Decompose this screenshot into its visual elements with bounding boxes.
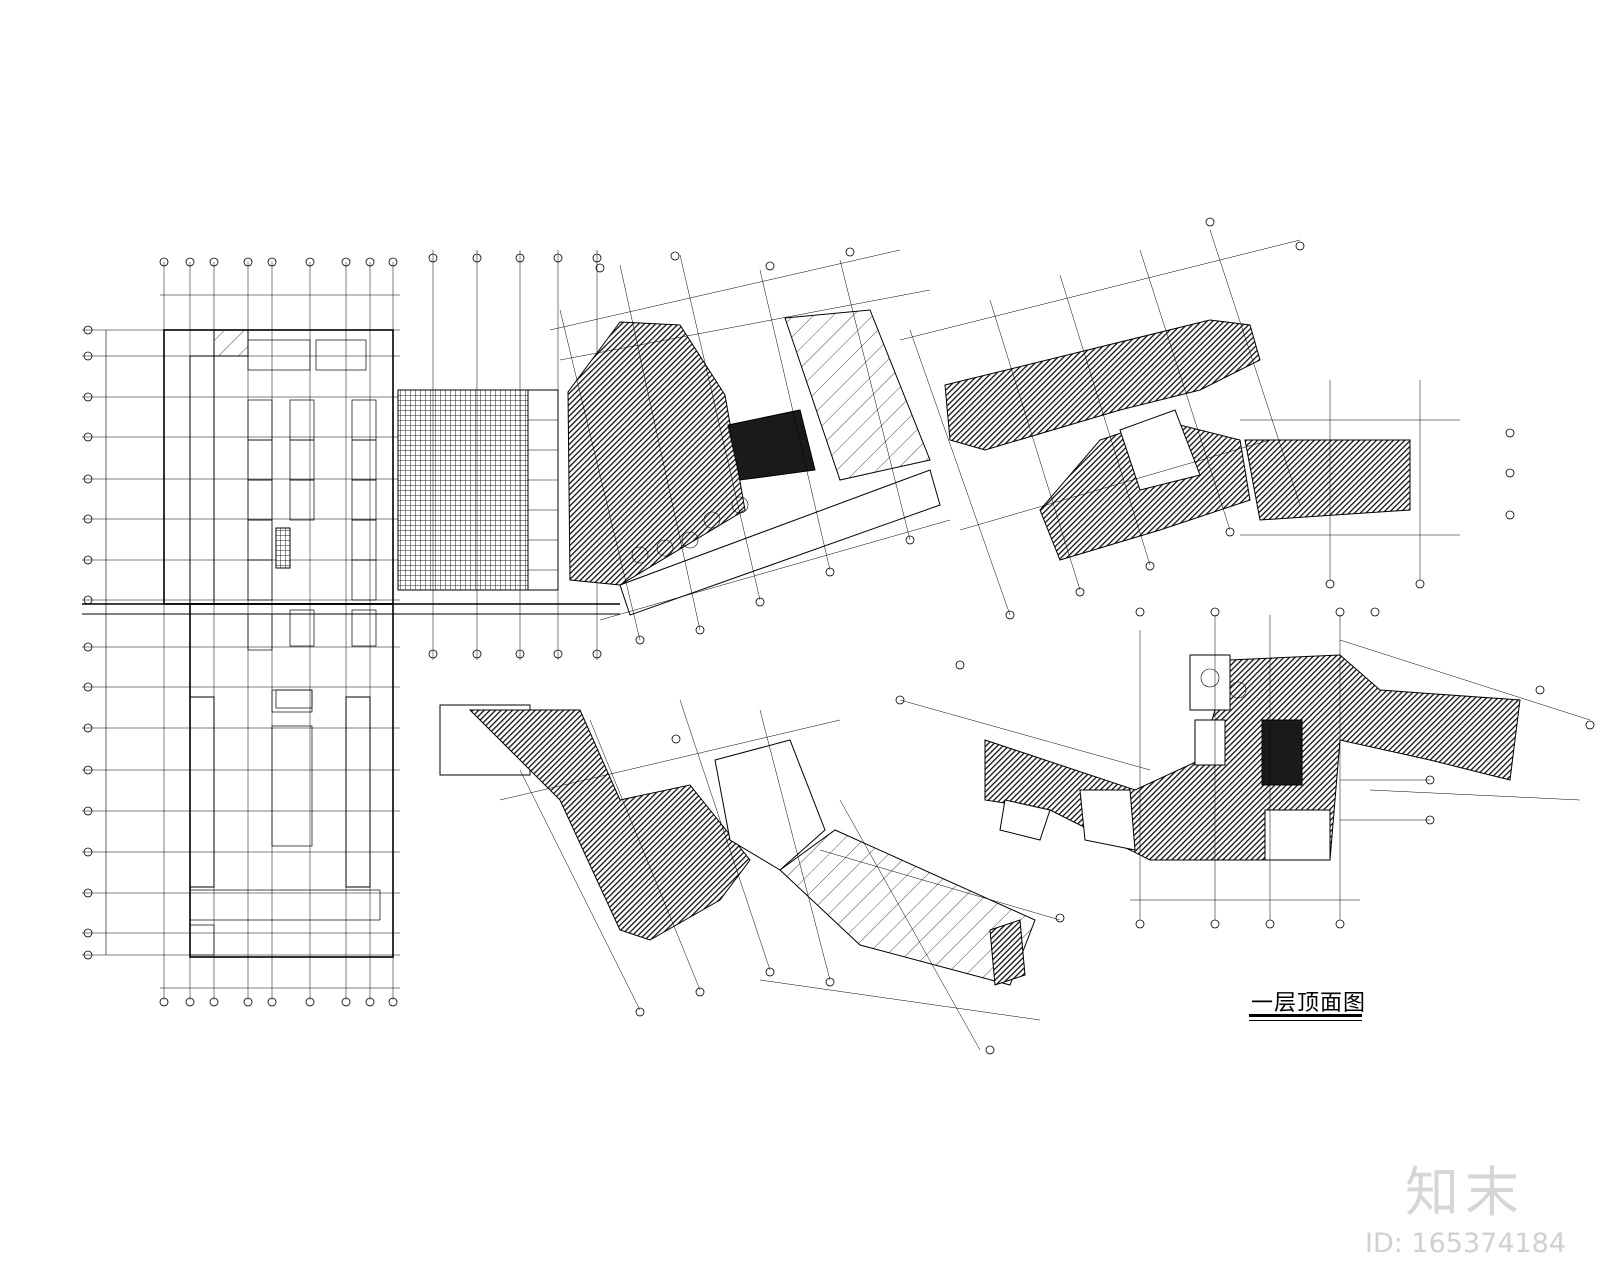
left-axis-grid [82, 262, 400, 1000]
title-underline-thick [1249, 1014, 1362, 1017]
upper-middle-wing [549, 247, 951, 645]
upper-right-wing [899, 217, 1515, 620]
watermark-logo: 知末 [1405, 1161, 1525, 1224]
left-building-plan [82, 257, 620, 1007]
watermark-id: ID: 165374184 [1365, 1228, 1567, 1259]
top-axis-bubbles [159, 257, 398, 1007]
lower-right-wing [895, 607, 1595, 929]
left-axis-bubbles [83, 325, 93, 960]
parking-stalls [189, 339, 381, 956]
drawing-title: 一层顶面图 [1251, 991, 1367, 1016]
lower-middle-wing [439, 699, 1065, 1055]
auditorium-block [397, 250, 602, 660]
title-underline-thin [1249, 1020, 1362, 1021]
